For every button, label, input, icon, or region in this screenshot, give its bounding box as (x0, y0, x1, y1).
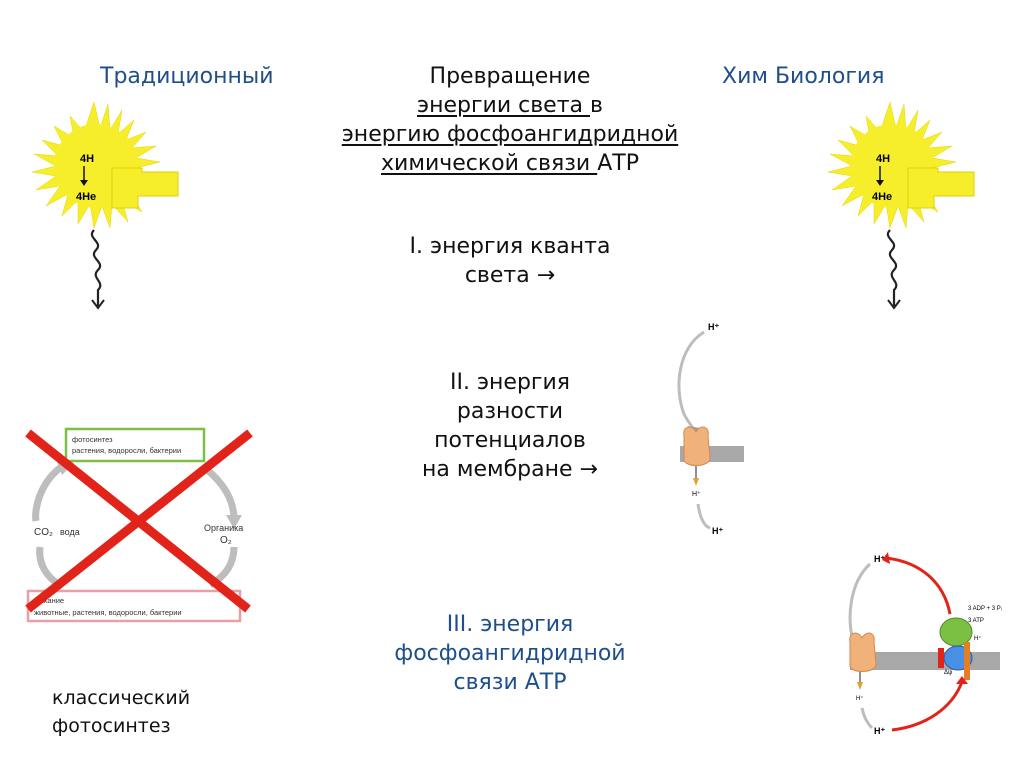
photosynthesis-subtitle: растения, водоросли, бактерии (72, 446, 181, 455)
cycle-arrowhead-right (226, 515, 242, 529)
respiration-title: дыхание (34, 596, 64, 605)
proton-top-label: H⁺ (708, 322, 719, 332)
cycle-arrow-right-top (203, 466, 238, 520)
sun-left-lower: 4He (76, 191, 96, 203)
water-label: вода (60, 527, 80, 537)
title-line4: химической связи АТР (381, 151, 639, 176)
sun-left-arrowhead (80, 180, 88, 186)
classic-photosynthesis-caption: классический фотосинтез (52, 687, 191, 737)
sun-left-upper: 4H (80, 153, 94, 165)
traditional-label: Традиционный (100, 64, 274, 89)
sun-right-graphic: 4H 4He (827, 101, 975, 310)
atp-synthase-diagram: H⁺ Δψ 3 ADP + 3 Pᵢ 3 ATP H⁺ H⁺ H⁺ (848, 552, 1002, 736)
adp-label: 3 ADP + 3 Pᵢ (968, 606, 1002, 612)
sun-right-arrowhead (876, 180, 884, 186)
red-arrowhead-top (882, 552, 890, 564)
squiggle-arrowhead (91, 299, 105, 310)
sun-right-upper: 4H (876, 153, 890, 165)
sun-flag (111, 167, 179, 209)
step-2-text: II. энергия разности потенциалов на мемб… (422, 370, 598, 482)
step-3-text: III. энергия фосфоангидридной связи АТР (394, 612, 626, 695)
cycle-diagram: фотосинтез растения, водоросли, бактерии… (25, 427, 253, 623)
protein-channel-icon (683, 426, 711, 466)
atp-channel-arrowhead (857, 682, 863, 690)
sun-right-lower: 4He (872, 191, 892, 203)
chem-biology-label: Хим Биология (722, 64, 885, 89)
red-arrowhead-return (956, 676, 968, 684)
sun-right-squiggle-icon (886, 229, 898, 306)
title-line3: энергию фосфоангидридной (341, 122, 679, 147)
sun-left-graphic: 4H 4He (31, 101, 179, 310)
proton-exit-arrow (696, 503, 711, 530)
title-line2: энергии света в (417, 93, 603, 118)
title-line1: Превращение (429, 64, 591, 89)
atp-proton-exit-arrow (860, 707, 874, 730)
atp-label: 3 ATP (968, 618, 984, 624)
co2-label: CO₂ (34, 527, 53, 538)
atp-proton-bottom-label: H⁺ (874, 726, 885, 736)
potential-marker (938, 648, 944, 668)
respiration-subtitle: животные, растения, водоросли, бактерии (34, 608, 182, 617)
cross-line-2 (25, 429, 253, 613)
photosynthesis-title: фотосинтез (72, 435, 113, 444)
photosynthesis-box (64, 427, 206, 463)
delta-psi-label: Δψ (944, 670, 952, 676)
cycle-arrow-left-top (32, 462, 67, 522)
sun-flag (907, 167, 975, 209)
title-block: Превращение энергии света в энергию фосф… (300, 62, 720, 178)
red-proton-pump-arrow (885, 556, 952, 615)
proton-flow-arrow (677, 330, 705, 431)
atp-protein-channel-icon (849, 632, 877, 672)
proton-bottom-label: H⁺ (712, 526, 723, 536)
atp-proton-small-label: H⁺ (974, 635, 982, 642)
organics-label: Органика (204, 523, 243, 533)
cycle-arrow-left-bottom (36, 546, 62, 589)
proton-mid-label: H⁺ (692, 491, 701, 498)
squiggle-arrowhead (887, 299, 901, 310)
atp-synthase-stalk (964, 642, 970, 680)
atp-proton-top-label: H⁺ (874, 554, 885, 564)
channel-down-arrowhead (693, 478, 699, 486)
atp-proton-mid-label: H⁺ (856, 695, 864, 702)
o2-label: O₂ (220, 535, 232, 546)
red-return-arrow (891, 681, 964, 732)
step-1-text: I. энергия кванта света → (409, 234, 611, 288)
sun-left-squiggle-icon (90, 229, 102, 306)
membrane-potential-diagram: H⁺ H⁺ H⁺ (677, 322, 744, 536)
